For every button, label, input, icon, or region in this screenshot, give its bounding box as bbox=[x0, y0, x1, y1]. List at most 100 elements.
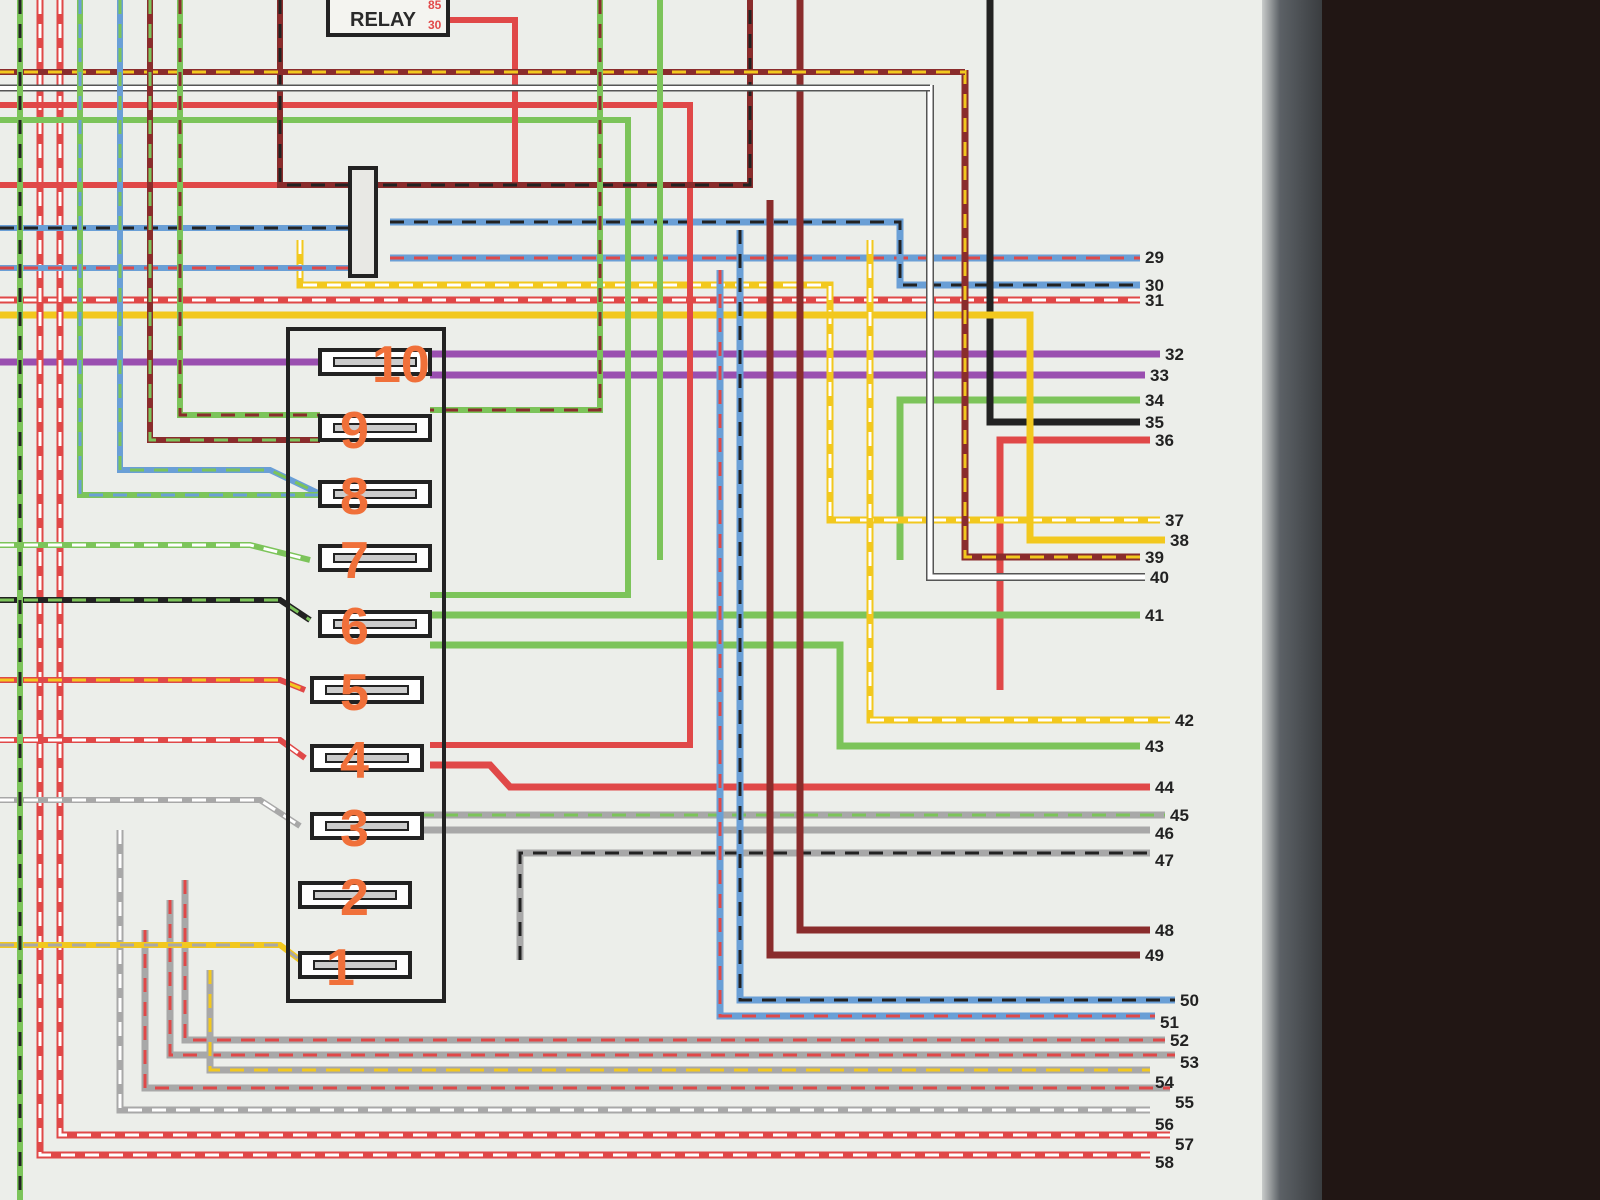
terminal-label-56: 56 bbox=[1155, 1115, 1174, 1134]
terminal-label-47: 47 bbox=[1155, 851, 1174, 870]
terminal-labels: 2930313233343536373839404142434445464748… bbox=[1145, 248, 1199, 1172]
terminal-label-41: 41 bbox=[1145, 606, 1164, 625]
wire-bg-11-tracer bbox=[78, 0, 320, 497]
wire-55-tracer bbox=[143, 930, 1170, 1090]
terminal-label-50: 50 bbox=[1180, 991, 1199, 1010]
terminal-label-49: 49 bbox=[1145, 946, 1164, 965]
terminal-label-40: 40 bbox=[1150, 568, 1169, 587]
wire-bg-17-tracer bbox=[0, 943, 301, 962]
fuse-7[interactable]: 7 bbox=[318, 532, 432, 590]
terminal-label-42: 42 bbox=[1175, 711, 1194, 730]
wire-47-tracer bbox=[518, 851, 1150, 960]
wire-bg-14-tracer bbox=[0, 678, 306, 692]
wire-bg-16-tracer bbox=[0, 798, 301, 828]
wire-42-tracer bbox=[868, 240, 1170, 722]
fuse-9[interactable]: 9 bbox=[318, 402, 432, 460]
wire-44 bbox=[430, 761, 1150, 791]
terminal-label-37: 37 bbox=[1165, 511, 1184, 530]
terminal-label-46: 46 bbox=[1155, 824, 1174, 843]
fuse-6[interactable]: 6 bbox=[318, 598, 432, 656]
fuse-5[interactable]: 5 bbox=[310, 664, 424, 722]
wire-bg-0 bbox=[0, 102, 693, 748]
fuse-3[interactable]: 3 bbox=[310, 800, 424, 858]
fuse-2[interactable]: 2 bbox=[298, 869, 412, 927]
wire-50-tracer bbox=[738, 230, 1175, 1002]
fuse-8[interactable]: 8 bbox=[318, 468, 432, 526]
fuse-1[interactable]: 1 bbox=[298, 939, 412, 997]
fuse-number: 2 bbox=[340, 869, 369, 927]
wire-32 bbox=[0, 350, 1160, 366]
wire-38 bbox=[0, 311, 1165, 544]
fuse-number: 8 bbox=[340, 468, 369, 526]
terminal-label-54: 54 bbox=[1155, 1073, 1174, 1092]
wires bbox=[0, 0, 1175, 1200]
terminal-label-38: 38 bbox=[1170, 531, 1189, 550]
terminal-label-36: 36 bbox=[1155, 431, 1174, 450]
terminal-label-45: 45 bbox=[1170, 806, 1189, 825]
fuse-number: 1 bbox=[326, 939, 355, 997]
fuse-number: 4 bbox=[340, 732, 369, 790]
wire-57-tracer bbox=[58, 0, 1170, 1137]
terminal-label-31: 31 bbox=[1145, 291, 1164, 310]
wire-40-core bbox=[927, 85, 1145, 580]
terminal-label-33: 33 bbox=[1150, 366, 1169, 385]
wire-36 bbox=[996, 436, 1150, 690]
fuse-number: 7 bbox=[340, 532, 369, 590]
wire-bg-10 bbox=[117, 0, 322, 497]
wire-51-tracer bbox=[718, 270, 1155, 1018]
wire-56-tracer bbox=[118, 830, 1150, 1112]
fuses: 10 9 8 7 6 5 4 3 2 1 bbox=[298, 336, 432, 997]
wire-58-tracer bbox=[38, 0, 1150, 1157]
wire-34 bbox=[896, 396, 1140, 560]
wire-bg-3-tracer bbox=[278, 0, 752, 187]
terminal-label-30: 30 bbox=[1145, 276, 1164, 295]
dark-background bbox=[1322, 0, 1600, 1200]
connector bbox=[348, 166, 378, 278]
wire-bg-15-tracer bbox=[0, 738, 306, 760]
wire-bg-18-tracer bbox=[430, 0, 602, 412]
terminal-label-51: 51 bbox=[1160, 1013, 1179, 1032]
terminal-label-34: 34 bbox=[1145, 391, 1164, 410]
terminal-label-55: 55 bbox=[1175, 1093, 1194, 1112]
wire-bg-8-tracer bbox=[178, 0, 320, 417]
relay-label: RELAY bbox=[350, 9, 417, 31]
terminal-label-39: 39 bbox=[1145, 548, 1164, 567]
terminal-label-32: 32 bbox=[1165, 345, 1184, 364]
terminal-label-57: 57 bbox=[1175, 1135, 1194, 1154]
fuse-10[interactable]: 10 bbox=[318, 336, 432, 394]
terminal-label-44: 44 bbox=[1155, 778, 1174, 797]
wire-bg-1 bbox=[0, 117, 631, 598]
wire-bg-16 bbox=[0, 797, 302, 829]
fuse-number: 10 bbox=[372, 336, 430, 394]
wire-bg-17 bbox=[0, 942, 302, 963]
fuse-number: 6 bbox=[340, 598, 369, 656]
fuse-number: 3 bbox=[340, 800, 369, 858]
wire-bg-8 bbox=[177, 0, 320, 418]
terminal-label-35: 35 bbox=[1145, 413, 1164, 432]
paper-edge bbox=[1262, 0, 1322, 1200]
terminal-label-29: 29 bbox=[1145, 248, 1164, 267]
wire-30-tracer bbox=[390, 220, 1140, 287]
wire-47 bbox=[516, 849, 1150, 960]
wire-30 bbox=[390, 218, 1140, 289]
fuse-number: 5 bbox=[340, 664, 369, 722]
fuse-box bbox=[286, 327, 446, 1003]
wire-bg-9-tracer bbox=[148, 0, 320, 442]
fuse-4[interactable]: 4 bbox=[310, 732, 424, 790]
wire-bg-9 bbox=[147, 0, 320, 443]
wire-35 bbox=[986, 0, 1140, 426]
relay-pin-85: 85 bbox=[428, 0, 442, 12]
wire-bg-15 bbox=[0, 737, 307, 761]
relay: RELAY 85 30 bbox=[326, 0, 450, 37]
relay-pin-30: 30 bbox=[428, 18, 442, 32]
terminal-label-48: 48 bbox=[1155, 921, 1174, 940]
terminal-label-43: 43 bbox=[1145, 737, 1164, 756]
wire-bg-2 bbox=[0, 17, 518, 188]
wire-53-tracer bbox=[168, 900, 1175, 1057]
wire-49 bbox=[766, 200, 1140, 959]
terminal-label-53: 53 bbox=[1180, 1053, 1199, 1072]
wire-bg-13 bbox=[0, 597, 312, 623]
wire-52-tracer bbox=[183, 880, 1165, 1042]
wire-39-tracer bbox=[963, 70, 1140, 559]
